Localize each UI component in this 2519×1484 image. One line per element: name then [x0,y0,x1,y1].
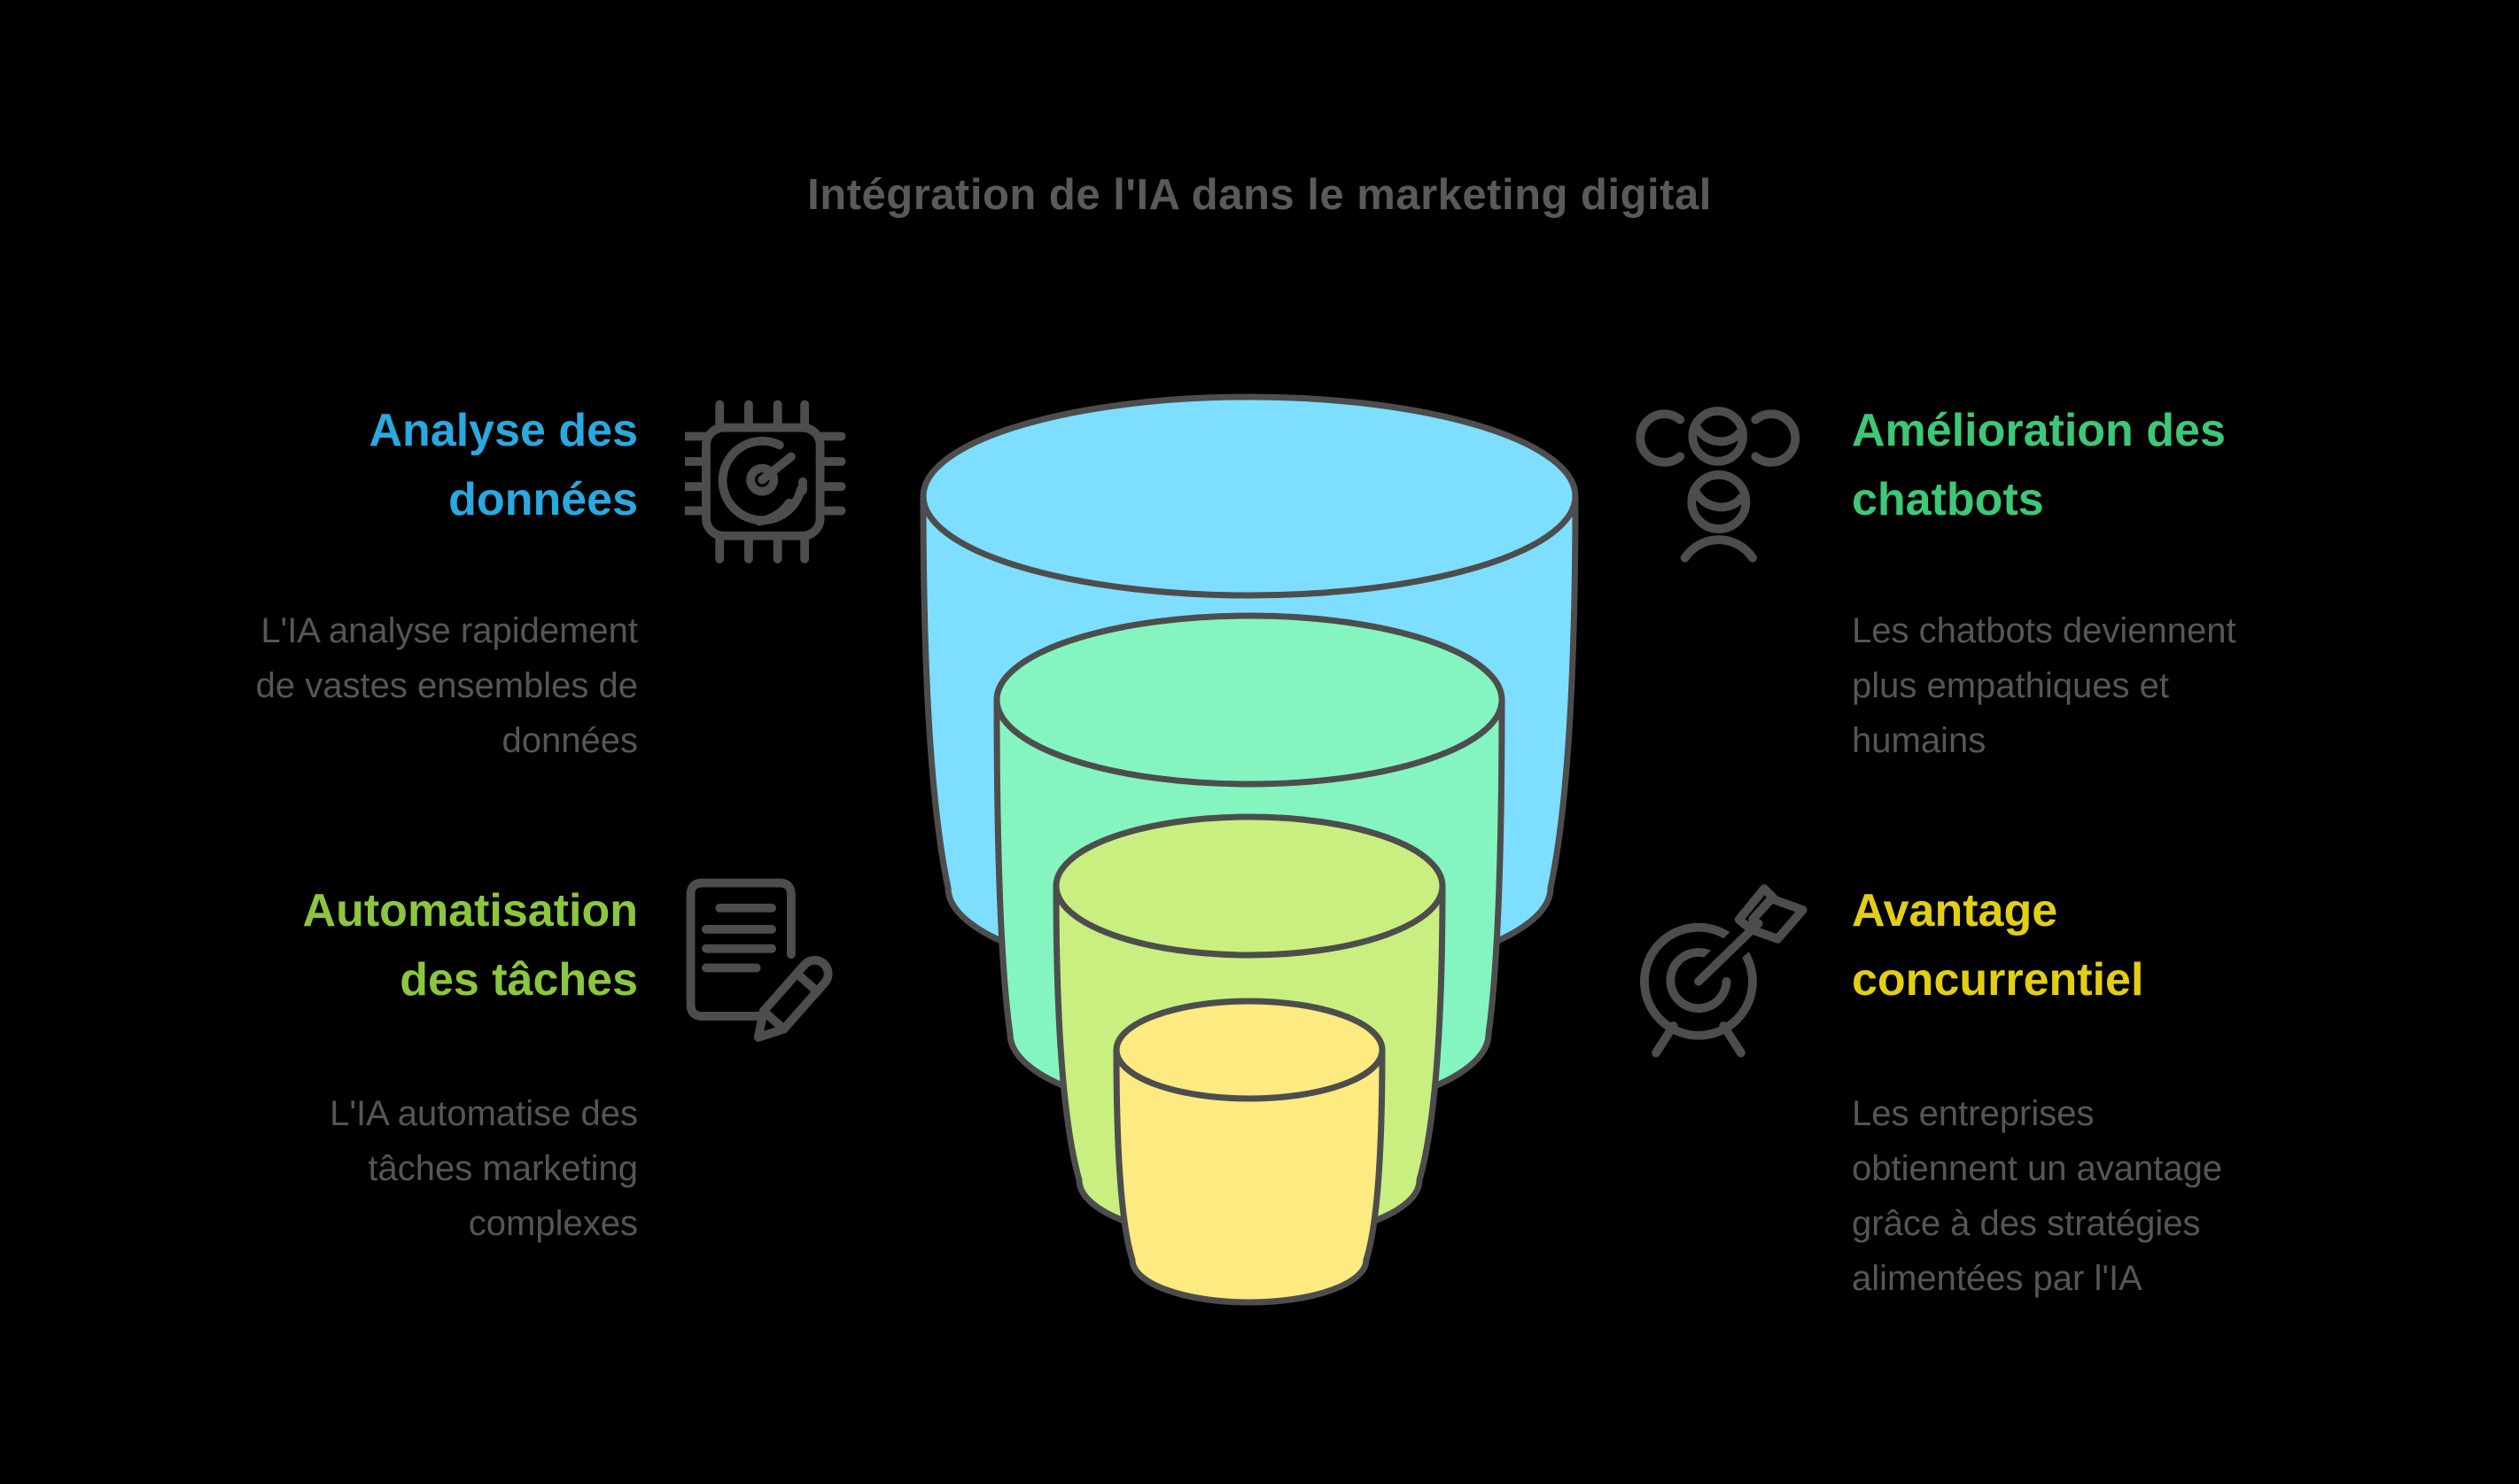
description-line: Les entreprises [1852,1094,2095,1133]
section-description-chatbots: Les chatbots deviennent plus empathiques… [1852,603,2472,768]
description-line: alimentées par l'IA [1852,1259,2142,1298]
funnel-level-4-rim [1113,1046,1386,1102]
heading-line: Amélioration des [1852,405,2226,456]
heading-line: données [448,474,638,525]
people-group-icon [1636,407,1800,563]
description-line: obtiennent un avantage [1852,1149,2223,1188]
description-line: tâches marketing [368,1149,638,1188]
section-heading-advantage: Avantage concurrentiel [1852,876,2472,1014]
funnel-level-2-rim [993,696,1505,788]
description-line: plus empathiques et [1852,666,2170,705]
section-heading-automation: Automatisation des tâches [53,876,638,1014]
funnel-level-1-rim [920,493,1579,599]
funnel-diagram [920,393,1579,1306]
document-pencil-icon [686,878,833,1042]
section-heading-data-analysis: Analyse des données [53,396,639,534]
heading-line: Analyse des [369,405,639,456]
section-heading-chatbots: Amélioration des chatbots [1852,396,2472,534]
description-line: Les chatbots deviennent [1852,611,2236,650]
description-line: L'IA analyse rapidement [260,611,638,650]
description-line: données [501,721,638,760]
heading-line: des tâches [400,954,638,1006]
heading-line: chatbots [1852,474,2044,525]
section-description-data-analysis: L'IA analyse rapidement de vastes ensemb… [53,603,638,768]
chip-gauge-icon [685,400,846,563]
section-description-automation: L'IA automatise des tâches marketing com… [53,1086,638,1251]
funnel-level-4 [1113,998,1386,1306]
page-title: Intégration de l'IA dans le marketing di… [807,171,1712,219]
heading-line: Automatisation [302,885,638,936]
heading-line: concurrentiel [1852,954,2144,1006]
description-line: complexes [468,1204,638,1243]
section-description-advantage: Les entreprises obtiennent un avantage g… [1852,1086,2472,1306]
funnel-level-3-rim [1053,882,1446,959]
description-line: L'IA automatise des [330,1094,638,1133]
target-arrow-icon [1639,884,1808,1058]
description-line: de vastes ensembles de [255,666,638,705]
heading-line: Avantage [1852,885,2058,936]
description-line: grâce à des stratégies [1852,1204,2201,1243]
description-line: humains [1852,721,1986,760]
